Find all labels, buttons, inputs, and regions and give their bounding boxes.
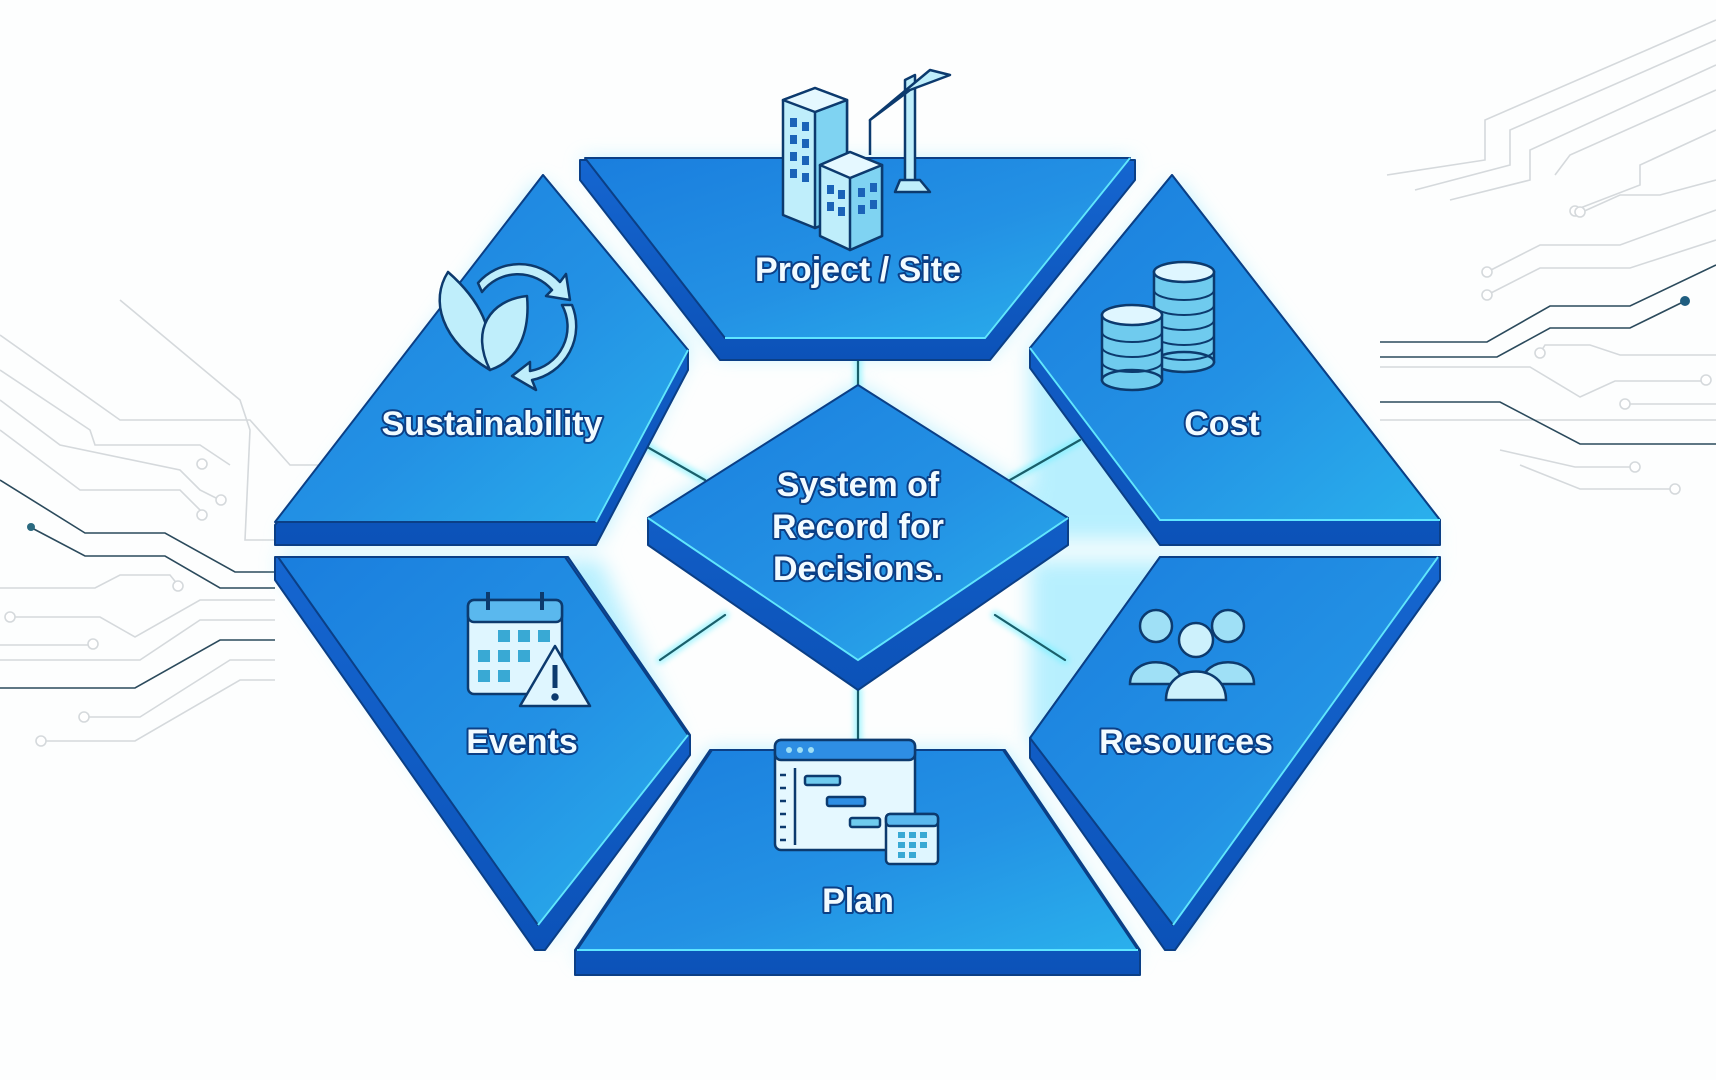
circuit-lines-left bbox=[0, 299, 340, 747]
gantt-calendar-icon bbox=[773, 738, 940, 866]
segment-label: Events bbox=[466, 723, 578, 761]
segment-events[interactable]: Events bbox=[274, 556, 691, 951]
segment-label: Cost bbox=[1184, 405, 1260, 443]
hub-system-of-record[interactable]: System of Record for Decisions. bbox=[647, 384, 1069, 691]
segment-label: Project / Site bbox=[755, 251, 961, 289]
leaf-recycle-icon bbox=[438, 262, 578, 392]
segment-cost[interactable]: Cost bbox=[1029, 174, 1441, 546]
hub-label-line-1: System of bbox=[777, 466, 940, 504]
buildings-crane-icon bbox=[781, 68, 952, 252]
segment-plan[interactable]: Plan bbox=[574, 738, 1141, 976]
coin-stacks-icon bbox=[1100, 260, 1216, 392]
segment-label: Plan bbox=[822, 882, 894, 920]
calendar-warning-icon bbox=[466, 592, 592, 708]
segment-project-site[interactable]: Project / Site bbox=[579, 68, 1136, 361]
circuit-lines-right bbox=[1380, 19, 1716, 495]
people-group-icon bbox=[1128, 608, 1256, 702]
segment-resources[interactable]: Resources bbox=[1029, 556, 1441, 951]
segment-label: Sustainability bbox=[381, 405, 602, 443]
hub-label-line-2: Record for bbox=[772, 508, 944, 546]
segment-label: Resources bbox=[1099, 723, 1273, 761]
hub-label-line-3: Decisions. bbox=[773, 550, 943, 588]
segment-sustainability[interactable]: Sustainability bbox=[274, 174, 689, 546]
